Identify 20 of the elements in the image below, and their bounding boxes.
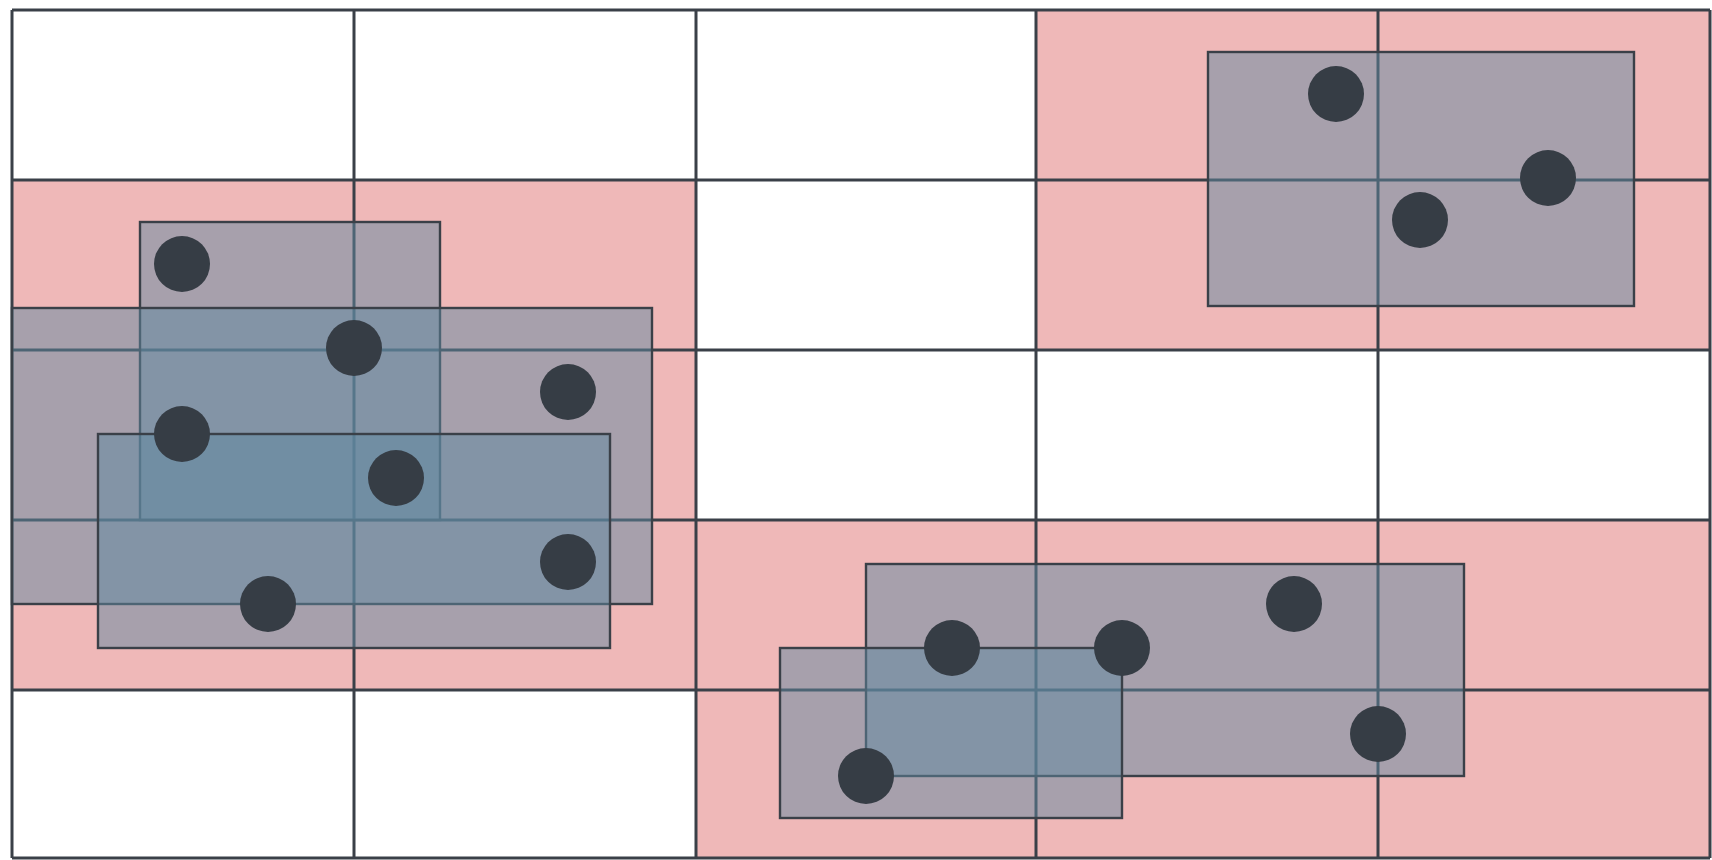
dot — [240, 576, 296, 632]
dot — [1392, 192, 1448, 248]
dot — [924, 620, 980, 676]
translucent-rectangle — [96, 432, 612, 650]
dot — [1094, 620, 1150, 676]
dot — [368, 450, 424, 506]
dot — [1308, 66, 1364, 122]
dot — [154, 236, 210, 292]
dot — [326, 320, 382, 376]
translucent-rectangle — [1206, 50, 1636, 308]
translucent-rectangle — [778, 646, 1124, 820]
dot — [1266, 576, 1322, 632]
translucent-rectangle — [864, 562, 1466, 778]
dot — [838, 748, 894, 804]
translucent-rectangle — [10, 306, 654, 606]
dot — [1520, 150, 1576, 206]
dot — [154, 406, 210, 462]
dot — [540, 364, 596, 420]
dot — [540, 534, 596, 590]
dot — [1350, 706, 1406, 762]
